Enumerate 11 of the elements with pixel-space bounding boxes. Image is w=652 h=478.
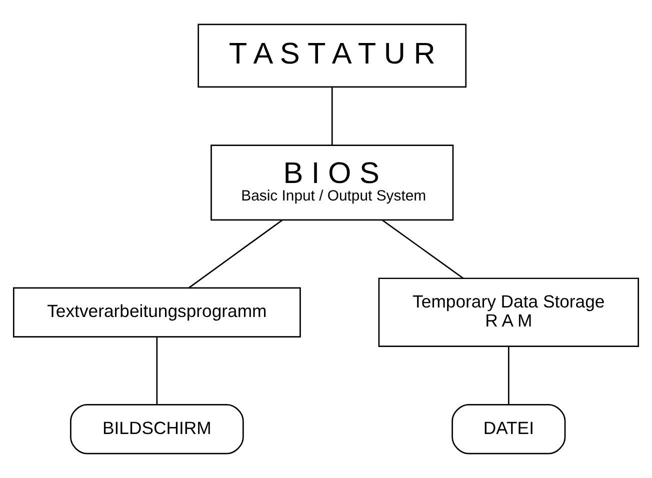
node-box: T A S T A T U R <box>198 24 467 88</box>
node-box: DATEI <box>452 404 566 454</box>
node-box: Temporary Data Storage R A M <box>378 278 640 347</box>
node-box: BILDSCHIRM <box>70 404 244 454</box>
connector <box>188 220 283 288</box>
connector <box>156 337 158 405</box>
node-box: B I O S Basic Input / Output System <box>210 144 454 221</box>
connector <box>331 87 333 146</box>
connector <box>382 219 464 279</box>
node-box: Textverarbeitungsprogramm <box>12 287 301 338</box>
connector <box>508 346 510 405</box>
